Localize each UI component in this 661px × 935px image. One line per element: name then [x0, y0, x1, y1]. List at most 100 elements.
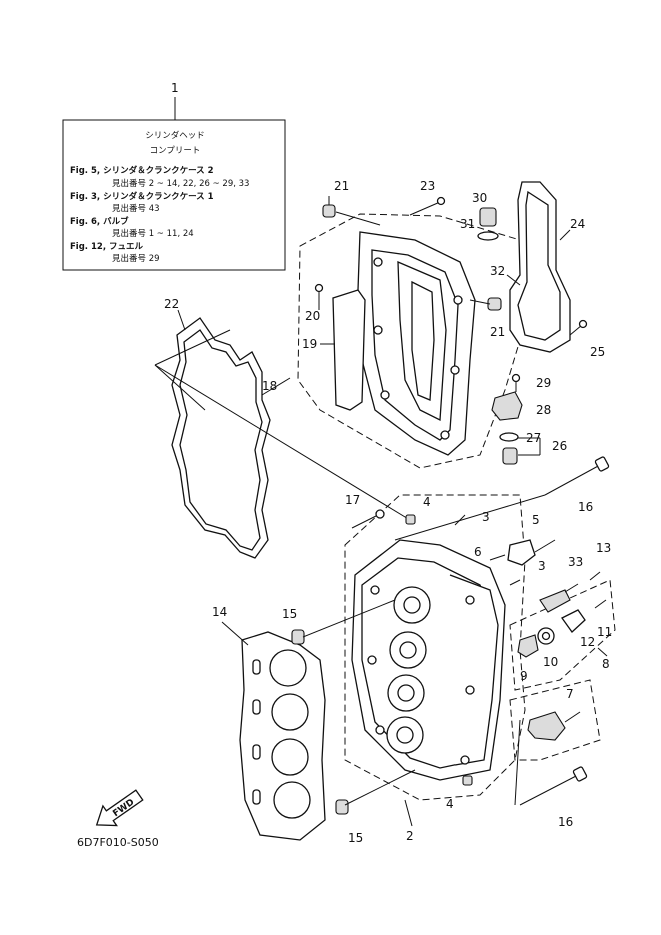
callout-23: 23	[420, 179, 435, 193]
bolt-13	[589, 571, 601, 581]
bolt-11	[594, 599, 607, 609]
plug-4-top	[405, 514, 416, 525]
cylinder-head	[351, 539, 506, 781]
callout-33: 33	[568, 555, 583, 569]
callout-15-bottom: 15	[348, 831, 363, 845]
note-line-9: Fig. 12, フュエル	[70, 242, 144, 252]
head-group-outline	[344, 494, 526, 801]
callout-25: 25	[590, 345, 605, 359]
callout-29: 29	[536, 376, 551, 390]
leader-22	[177, 309, 186, 331]
callout-17: 17	[345, 493, 360, 507]
bolt-25	[569, 319, 588, 336]
leader-head-link	[154, 364, 411, 521]
leader-8	[597, 647, 608, 657]
leader-16-top	[394, 494, 546, 541]
sensor-33	[539, 583, 579, 613]
note-box: 1 シリンダヘッド コンプリート Fig. 5, シリンダ＆クランクケース 2 …	[62, 81, 286, 271]
callout-4-top: 4	[423, 495, 431, 509]
leader-18	[261, 377, 291, 396]
clamp-5	[507, 539, 556, 566]
leader-32	[506, 274, 521, 286]
o-ring-27	[499, 432, 519, 442]
thermostat-12	[561, 609, 586, 633]
cylinder-head-gasket	[239, 631, 326, 841]
callout-18: 18	[262, 379, 277, 393]
cylinder-head-cover	[357, 231, 476, 456]
leader-16-bottom	[514, 719, 521, 806]
bracket-7	[527, 711, 581, 741]
callout-4-bottom: 4	[446, 797, 454, 811]
callout-28: 28	[536, 403, 551, 417]
callout-30: 30	[472, 191, 487, 205]
callout-1: 1	[171, 81, 179, 95]
grommet-21-side	[469, 297, 502, 311]
callout-14: 14	[212, 605, 227, 619]
callout-3-top: 3	[482, 510, 490, 524]
leader-21-top-b	[335, 211, 381, 226]
diagram-code: 6D7F010-S050	[77, 836, 159, 849]
bracket-group-outline	[509, 679, 601, 761]
pin-3-mid	[509, 579, 521, 586]
callout-16-bottom: 16	[558, 815, 573, 829]
leader-15-top	[302, 599, 396, 638]
grommet-21-top	[322, 204, 336, 218]
leader-14	[221, 621, 249, 646]
dowel-15-top	[291, 629, 305, 645]
note-line-1: シリンダヘッド	[145, 130, 205, 141]
note-line-8: 見出番号 1 ~ 11, 24	[112, 228, 194, 239]
callout-21-top: 21	[334, 179, 349, 193]
note-line-6: 見出番号 43	[112, 203, 160, 214]
head-cover-group-outline	[297, 213, 531, 469]
dowel-15-bottom	[335, 799, 349, 815]
pin-6	[489, 554, 506, 561]
callout-13: 13	[596, 541, 611, 555]
callout-32: 32	[490, 264, 505, 278]
plug-26	[502, 447, 518, 465]
washer-10	[537, 627, 555, 645]
leader-15-bottom	[344, 769, 416, 806]
callout-20: 20	[305, 309, 320, 323]
callout-10: 10	[543, 655, 558, 669]
note-line-3: Fig. 5, シリンダ＆クランクケース 2	[70, 165, 214, 176]
note-line-5: Fig. 3, シリンダ＆クランクケース 1	[70, 191, 214, 202]
plug-4-bottom	[462, 775, 473, 786]
bolt-20	[314, 283, 324, 310]
note-line-10: 見出番号 29	[112, 253, 160, 264]
leader-22-b	[154, 364, 206, 411]
callout-6: 6	[474, 545, 482, 559]
callout-21-side: 21	[490, 325, 505, 339]
fwd-arrow-icon: FWD	[95, 789, 144, 827]
bolt-23	[409, 196, 446, 216]
callout-7: 7	[566, 687, 574, 701]
callout-9: 9	[520, 669, 528, 683]
callout-11: 11	[597, 625, 612, 639]
leader-22-a	[154, 329, 231, 366]
callout-19: 19	[302, 337, 317, 351]
callout-26: 26	[552, 439, 567, 453]
leader-24	[559, 229, 571, 241]
note-line-7: Fig. 6, バルブ	[70, 216, 129, 227]
callout-5: 5	[532, 513, 540, 527]
callout-3-mid: 3	[538, 559, 546, 573]
callout-24: 24	[570, 217, 585, 231]
note-line-4: 見出番号 2 ~ 14, 22, 26 ~ 29, 33	[112, 178, 249, 189]
leader-2	[404, 799, 413, 827]
breather-plate	[332, 289, 366, 411]
callout-12: 12	[580, 635, 595, 649]
bolt-17	[351, 509, 385, 529]
head-cover-gasket	[171, 317, 271, 559]
bolt-16-top	[544, 456, 610, 496]
callout-16-top: 16	[578, 500, 593, 514]
callout-2: 2	[406, 829, 414, 843]
sensor-28	[491, 373, 523, 421]
callout-15-top: 15	[282, 607, 297, 621]
callout-31: 31	[460, 217, 475, 231]
callout-27: 27	[526, 431, 541, 445]
callout-22: 22	[164, 297, 179, 311]
note-line-2: コンプリート	[150, 146, 201, 156]
bolt-16-bottom	[519, 766, 588, 806]
cover-bracket	[509, 181, 571, 353]
callout-8: 8	[602, 657, 610, 671]
